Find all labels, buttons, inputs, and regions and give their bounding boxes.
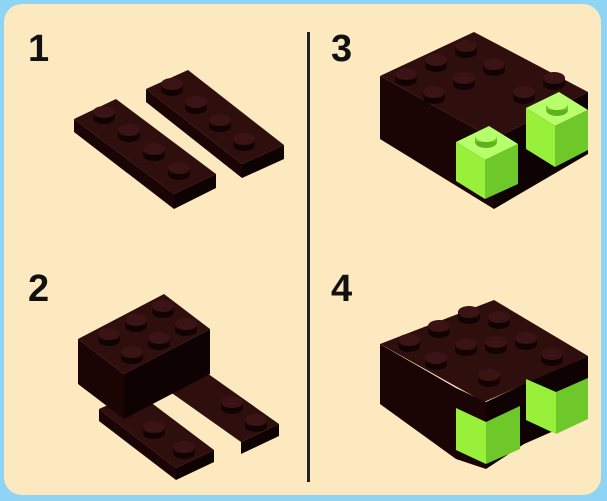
- brick-illustrations: [4, 4, 601, 495]
- step-4-assembly: [380, 300, 588, 469]
- step-3-assembly: [380, 32, 588, 209]
- step-1-plates: [74, 70, 284, 209]
- step-2-assembly: [78, 294, 279, 480]
- instruction-panel: 1 2 3 4: [4, 4, 601, 495]
